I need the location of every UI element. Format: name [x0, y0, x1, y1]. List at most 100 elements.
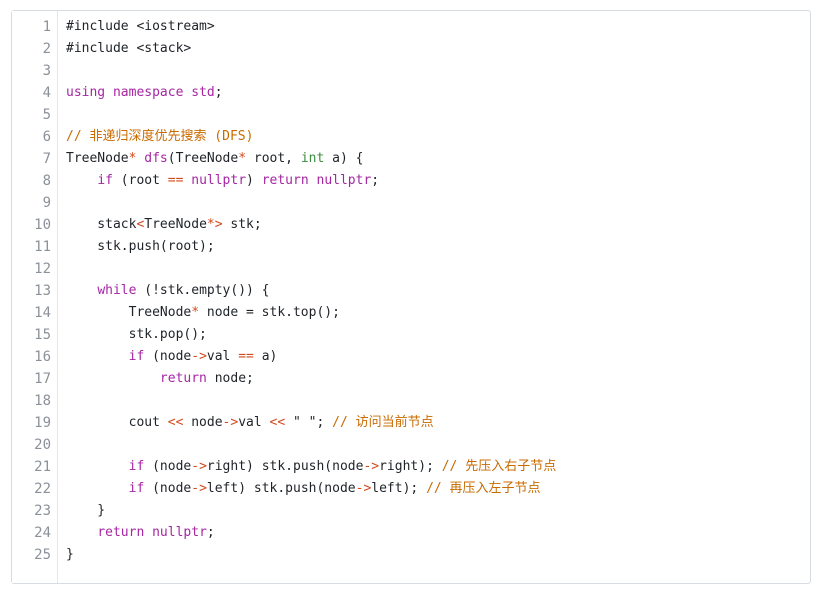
code-token: val [206, 349, 239, 364]
code-operator: == [167, 173, 184, 188]
code-keyword: if [128, 481, 145, 496]
code-token [105, 85, 113, 100]
line-number: 7 [42, 151, 51, 167]
code-operator: == [238, 349, 254, 364]
code-line[interactable]: TreeNode* node = stk.top(); [66, 302, 340, 324]
line-number: 24 [34, 525, 51, 541]
line-number: 19 [34, 415, 51, 431]
line-number: 1 [42, 19, 51, 35]
line-number: 15 [34, 327, 51, 343]
line-number: 4 [42, 85, 51, 101]
code-keyword: namespace [112, 85, 184, 100]
code-line[interactable]: while (!stk.empty()) { [66, 280, 269, 302]
code-token: (node [144, 481, 192, 496]
line-number: 14 [34, 305, 51, 321]
line-number: 12 [34, 261, 51, 277]
code-token: (node [144, 349, 192, 364]
code-token: left) stk.push(node [206, 481, 356, 496]
code-token: a) { [324, 151, 364, 166]
code-line[interactable]: return nullptr; [66, 522, 215, 544]
line-number: 17 [34, 371, 51, 387]
code-token: node [183, 415, 223, 430]
code-line[interactable]: using namespace std; [66, 82, 223, 104]
code-line[interactable]: stk.push(root); [66, 236, 215, 258]
line-number: 11 [34, 239, 51, 255]
code-keyword: nullptr [152, 525, 207, 540]
code-token: right); [379, 459, 442, 474]
line-number: 6 [42, 129, 51, 145]
code-token: TreeNode [66, 151, 129, 166]
line-number: 23 [34, 503, 51, 519]
code-keyword: return [261, 173, 309, 188]
code-line[interactable]: if (node->val == a) [66, 346, 278, 368]
code-line[interactable]: cout << node->val << " "; // 访问当前节点 [66, 412, 434, 434]
code-keyword: nullptr [316, 173, 372, 188]
line-number: 22 [34, 481, 51, 497]
code-token [66, 349, 129, 364]
code-operator: << [167, 415, 184, 430]
code-comment: // 先压入右子节点 [441, 459, 557, 474]
line-number: 9 [42, 195, 51, 211]
code-operator: -> [363, 459, 380, 474]
code-line[interactable]: return node; [66, 368, 254, 390]
code-line[interactable]: } [66, 544, 74, 566]
code-operator: * [238, 151, 247, 166]
code-line[interactable]: // 非递归深度优先搜索 (DFS) [66, 126, 253, 148]
code-token: root, [246, 151, 301, 166]
code-line[interactable]: if (root == nullptr) return nullptr; [66, 170, 379, 192]
code-token [309, 173, 317, 188]
code-operator: -> [191, 459, 207, 474]
code-token [66, 371, 160, 386]
code-token: ; [206, 525, 215, 540]
code-token: node; [206, 371, 254, 386]
code-token: ; [214, 85, 223, 100]
code-token [66, 283, 97, 298]
code-token: TreeNode [66, 305, 192, 320]
code-token: val [238, 415, 270, 430]
line-number: 25 [34, 547, 51, 563]
line-number: 20 [34, 437, 51, 453]
code-token: stk.pop(); [66, 327, 207, 342]
code-token: (root [112, 173, 168, 188]
code-keyword: while [97, 283, 137, 298]
code-token: stack [66, 217, 137, 232]
code-token: } [66, 503, 106, 518]
code-keyword: dfs [144, 151, 168, 166]
code-keyword: if [97, 173, 113, 188]
code-keyword: std [191, 85, 215, 100]
code-keyword: nullptr [191, 173, 247, 188]
code-line[interactable]: if (node->left) stk.push(node->left); //… [66, 478, 541, 500]
line-number: 18 [34, 393, 51, 409]
code-token: TreeNode [144, 217, 207, 232]
code-line[interactable]: stack<TreeNode*> stk; [66, 214, 262, 236]
code-operator: *> [206, 217, 223, 232]
code-token: stk.push(root); [66, 239, 215, 254]
code-token [66, 173, 97, 188]
code-line[interactable]: } [66, 500, 105, 522]
code-token: #include <stack> [66, 41, 192, 56]
line-number: 10 [34, 217, 51, 233]
code-token: ; [371, 173, 380, 188]
code-type: int [300, 151, 325, 166]
code-token: stk; [222, 217, 262, 232]
code-token: (node [144, 459, 192, 474]
code-line[interactable]: stk.pop(); [66, 324, 207, 346]
code-token [144, 525, 152, 540]
code-line[interactable]: if (node->right) stk.push(node->right); … [66, 456, 557, 478]
code-keyword: return [97, 525, 145, 540]
code-line[interactable]: TreeNode* dfs(TreeNode* root, int a) { [66, 148, 363, 170]
code-token: node = stk.top(); [199, 305, 340, 320]
code-token [66, 525, 97, 540]
line-number: 13 [34, 283, 51, 299]
code-line[interactable]: #include <iostream> [66, 16, 215, 38]
code-token: (TreeNode [167, 151, 239, 166]
code-token: a) [253, 349, 278, 364]
code-comment: // 再压入左子节点 [426, 481, 541, 496]
code-token: " "; [285, 415, 333, 430]
line-number: 8 [42, 173, 51, 189]
code-operator: * [128, 151, 137, 166]
line-number: 5 [42, 107, 51, 123]
code-line[interactable]: #include <stack> [66, 38, 191, 60]
